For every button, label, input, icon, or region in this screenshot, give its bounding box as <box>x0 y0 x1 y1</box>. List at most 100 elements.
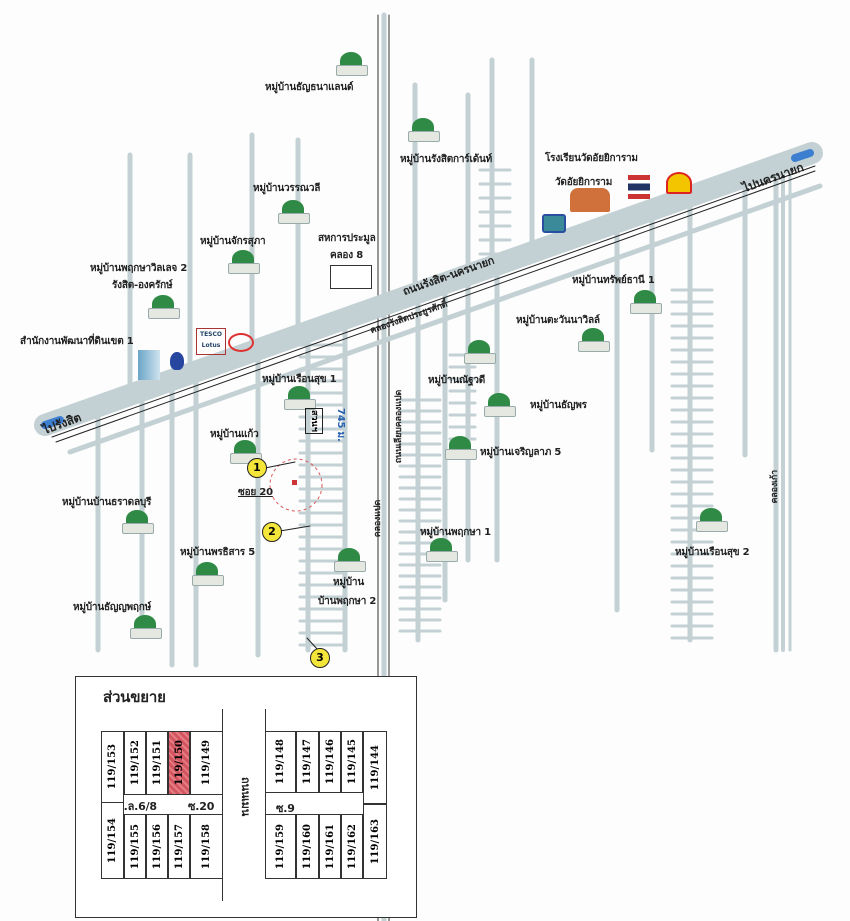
village-icon <box>578 328 610 352</box>
school-flag-icon <box>628 175 650 199</box>
lot-119-154[interactable]: 119/154 <box>101 802 124 879</box>
village-icon <box>284 386 316 410</box>
village-icon <box>130 615 162 639</box>
lot-119-145[interactable]: 119/145 <box>341 731 363 793</box>
ptt-station-icon <box>170 352 184 370</box>
village-label: หมู่บ้านตะวันนาวิลล์ <box>516 315 600 326</box>
village-label: หมู่บ้านจักรสุภา <box>200 236 266 247</box>
lot-number: 119/149 <box>201 740 212 786</box>
to-nakhon-nayok-arrow <box>791 149 814 162</box>
marker-2-leader <box>279 525 311 532</box>
auction-label: สหการประมูล <box>318 233 376 244</box>
village-label: หมู่บ้านพฤกษา 1 <box>420 527 491 538</box>
shell-station-icon <box>666 172 692 194</box>
lot-number: 119/144 <box>369 744 381 791</box>
lot-119-150[interactable]: 119/150 <box>168 731 190 795</box>
village-label: หมู่บ้านธัญธนาแลนด์ <box>265 82 354 93</box>
frontage-road <box>67 183 823 455</box>
village-icon <box>426 538 458 562</box>
canal-line <box>55 170 816 443</box>
village-icon <box>228 250 260 274</box>
lot-119-152[interactable]: 119/152 <box>124 731 146 795</box>
village-icon <box>408 118 440 142</box>
lot-119-159[interactable]: 119/159 <box>265 814 296 879</box>
lot-number: 119/150 <box>173 740 185 786</box>
to-rangsit-arrow <box>41 416 64 429</box>
village-icon <box>334 548 366 572</box>
soi-9-label: ซ.9 <box>276 802 295 815</box>
lot-number: 119/155 <box>129 823 141 870</box>
lot-119-160[interactable]: 119/160 <box>296 814 319 879</box>
auction-building-icon <box>330 265 372 289</box>
lot-number: 119/145 <box>346 739 358 785</box>
park-label: สวนฯ <box>305 408 323 434</box>
village-label: หมู่บ้านพรธิสาร 5 <box>180 547 255 558</box>
khlong8-label: คลองแปด <box>373 500 383 538</box>
lot-119-163[interactable]: 119/163 <box>363 804 387 879</box>
lot-119-156[interactable]: 119/156 <box>146 814 168 879</box>
village-icon <box>230 440 262 464</box>
village-label: หมู่บ้านณัฐวดี <box>428 375 486 386</box>
land-office-label: สำนักงานพัฒนาที่ดินเขต 1 <box>20 336 134 347</box>
village-label: หมู่บ้านธัญพร <box>530 400 587 411</box>
lot-number: 119/159 <box>275 823 286 870</box>
village-label: หมู่บ้านเรือนสุข 2 <box>675 547 750 558</box>
highway <box>34 142 823 436</box>
inset-title: ส่วนขยาย <box>103 688 166 706</box>
temple-label: วัดอัยยิการาม <box>555 177 613 188</box>
village-label: หมู่บ้านทรัพย์ธานี 1 <box>572 275 655 286</box>
village-label: รังสิต-องครักษ์ <box>112 280 173 291</box>
lot-119-146[interactable]: 119/146 <box>319 731 341 793</box>
lot-119-157[interactable]: 119/157 <box>168 814 190 879</box>
marker-1-leader <box>264 461 296 469</box>
village-label: หมู่บ้าน <box>333 577 364 588</box>
village-label: หมู่บ้านพฤกษาวิลเลจ 2 <box>90 263 188 274</box>
village-icon <box>192 562 224 586</box>
village-icon <box>445 436 477 460</box>
lot-119-147[interactable]: 119/147 <box>296 731 319 793</box>
village-icon <box>336 52 368 76</box>
auction-label: คลอง 8 <box>330 250 363 261</box>
enlarged-view-panel: ส่วนขยาย ถนนเมน ค.ส.ล.6/8 ซ.20 ซ.9 119/1… <box>75 676 417 918</box>
lot-119-153[interactable]: 119/153 <box>101 731 124 803</box>
village-label: บ้านพฤกษา 2 <box>318 596 377 607</box>
main-road-edge <box>222 709 223 901</box>
lot-number: 119/146 <box>324 739 336 785</box>
distance-label: 745 ม. <box>335 408 346 442</box>
canal-line <box>51 165 816 438</box>
khlong9-label: คลองเก้า <box>770 470 780 504</box>
village-icon <box>696 508 728 532</box>
lot-number: 119/162 <box>346 823 358 870</box>
marker-1[interactable]: 1 <box>247 458 267 478</box>
lot-119-149[interactable]: 119/149 <box>190 731 223 795</box>
village-label: หมู่บ้านวรรณวลี <box>253 183 321 194</box>
main-road-label: ถนนเมน <box>239 777 252 817</box>
marker-3[interactable]: 3 <box>310 648 330 668</box>
lot-number: 119/158 <box>201 823 212 870</box>
village-icon <box>464 340 496 364</box>
lot-number: 119/148 <box>275 739 286 785</box>
marker-2[interactable]: 2 <box>262 522 282 542</box>
lot-number: 119/156 <box>151 823 163 870</box>
lot-119-155[interactable]: 119/155 <box>124 814 146 879</box>
school-label: โรงเรียนวัดอัยยิการาม <box>545 153 638 164</box>
soi-label: ซอย 20 <box>238 487 273 498</box>
lot-number: 119/161 <box>324 823 336 870</box>
lot-119-161[interactable]: 119/161 <box>319 814 341 879</box>
lot-number: 119/157 <box>173 823 185 870</box>
lot-119-162[interactable]: 119/162 <box>341 814 363 879</box>
target-area-circle <box>269 458 323 512</box>
temple-icon <box>570 188 610 212</box>
target-plot-icon <box>292 480 297 485</box>
lot-119-158[interactable]: 119/158 <box>190 814 223 879</box>
lot-119-148[interactable]: 119/148 <box>265 731 296 793</box>
village-icon <box>484 393 516 417</box>
lot-119-144[interactable]: 119/144 <box>363 731 387 804</box>
khlong8-road-label: ถนนเลียบคลองแปด <box>394 390 404 464</box>
main-road-edge <box>265 709 266 879</box>
lot-119-151[interactable]: 119/151 <box>146 731 168 795</box>
village-label: หมู่บ้านเจริญลาภ 5 <box>480 447 562 458</box>
village-icon <box>630 290 662 314</box>
